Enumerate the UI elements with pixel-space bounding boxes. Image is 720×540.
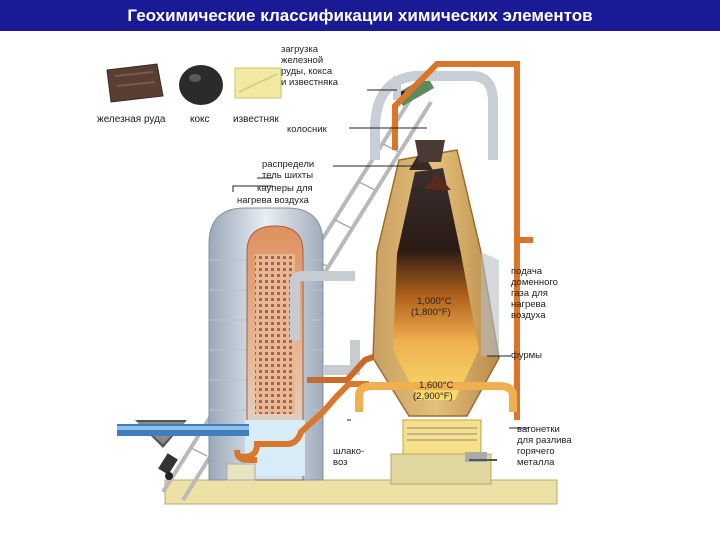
hot-metal-ladles [465,452,497,462]
material-label-coke: кокс [190,114,210,125]
label-temp-upper: 1,000°C (1,800°F) [411,296,454,318]
label-cowpers: кауперы для нагрева воздуха [237,183,315,206]
label-distributor: распредели тель шихты [262,159,317,181]
title-bar: Геохимические классификации химических э… [0,0,720,31]
label-throat: колосник [287,124,328,135]
tuyere-ring [355,382,517,412]
blast-furnace [372,140,500,417]
blast-furnace-diagram: железная руда кокс известняк [97,40,593,512]
label-slag: шлако- воз [333,446,367,468]
material-label-limestone: известняк [233,114,279,125]
gas-offtake [370,71,498,160]
ground-base [164,479,558,505]
limestone-sample [234,67,282,99]
iron-ore-sample [106,63,164,103]
label-charge: загрузка железной руды, кокса и известня… [281,44,339,88]
label-ladles: вагонетки для разлива горячего металла [517,424,574,468]
material-label-iron-ore: железная руда [97,114,166,125]
blast-furnace-svg: железная руда кокс известняк [97,44,574,505]
label-temp-lower: 1,600°C (2,900°F) [413,380,456,402]
skip-cart-bottom [158,453,178,480]
coke-sample [179,65,223,105]
cowper-stove [208,207,324,481]
slag-car [226,463,256,481]
hearth [402,419,482,455]
gas-supply-pipe [392,61,520,420]
hot-blast-pipe [236,381,369,460]
page-title: Геохимические классификации химических э… [127,6,593,25]
label-tuyeres: фурмы [511,350,542,361]
label-gas-supply: подача доменного газа для нагрева воздух… [511,266,561,321]
